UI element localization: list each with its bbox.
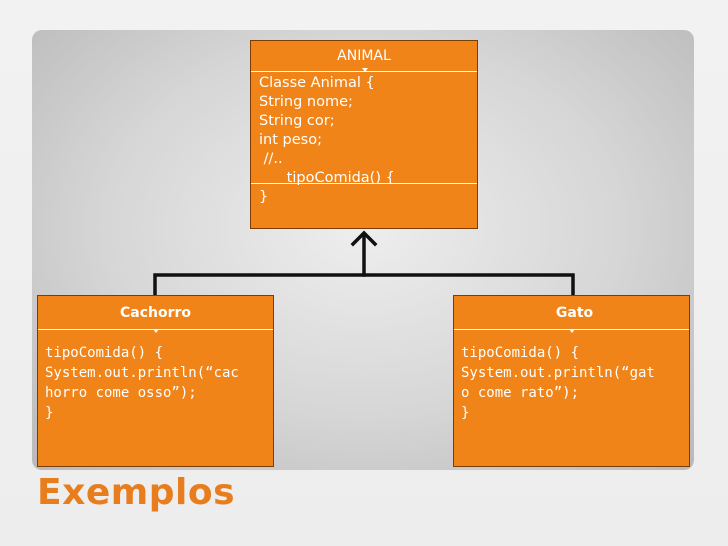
animal-body-line: tipoComida() { bbox=[259, 170, 395, 186]
inheritance-arrowhead-icon bbox=[350, 230, 378, 247]
animal-class-title: ANIMAL bbox=[337, 48, 391, 64]
gato-class-title: Gato bbox=[555, 305, 594, 321]
gato-body-line: o come rato”); bbox=[461, 385, 580, 401]
cachorro-class-body: tipoComida() { System.out.println(“cac h… bbox=[45, 343, 239, 423]
cachorro-body-line: horro come osso”); bbox=[45, 385, 197, 401]
slide-title: Exemplos bbox=[37, 472, 236, 513]
cachorro-body-line: } bbox=[45, 405, 54, 421]
animal-body-line: int peso; bbox=[259, 132, 322, 148]
animal-body-line: String cor; bbox=[259, 113, 335, 129]
animal-body-line: String nome; bbox=[259, 94, 353, 110]
gato-body-line: } bbox=[461, 405, 470, 421]
cachorro-class-box: Cachorro tipoComida() { System.out.print… bbox=[37, 295, 274, 467]
gato-body-line: tipoComida() { bbox=[461, 345, 580, 361]
connector-horizontal bbox=[153, 273, 575, 297]
cachorro-class-title: Cachorro bbox=[119, 305, 192, 321]
cachorro-body-line: System.out.println(“cac bbox=[45, 365, 239, 381]
gato-class-box: Gato tipoComida() { System.out.println(“… bbox=[453, 295, 690, 467]
animal-body-line: //.. bbox=[259, 151, 283, 167]
animal-class-body: Classe Animal { String nome; String cor;… bbox=[259, 74, 395, 207]
gato-class-body: tipoComida() { System.out.println(“gat o… bbox=[461, 343, 655, 423]
animal-class-box: ANIMAL Classe Animal { String nome; Stri… bbox=[250, 40, 478, 229]
cachorro-body-line: tipoComida() { bbox=[45, 345, 164, 361]
gato-body-line: System.out.println(“gat bbox=[461, 365, 655, 381]
animal-body-line: Classe Animal { bbox=[259, 75, 375, 91]
animal-body-line: } bbox=[259, 189, 269, 205]
